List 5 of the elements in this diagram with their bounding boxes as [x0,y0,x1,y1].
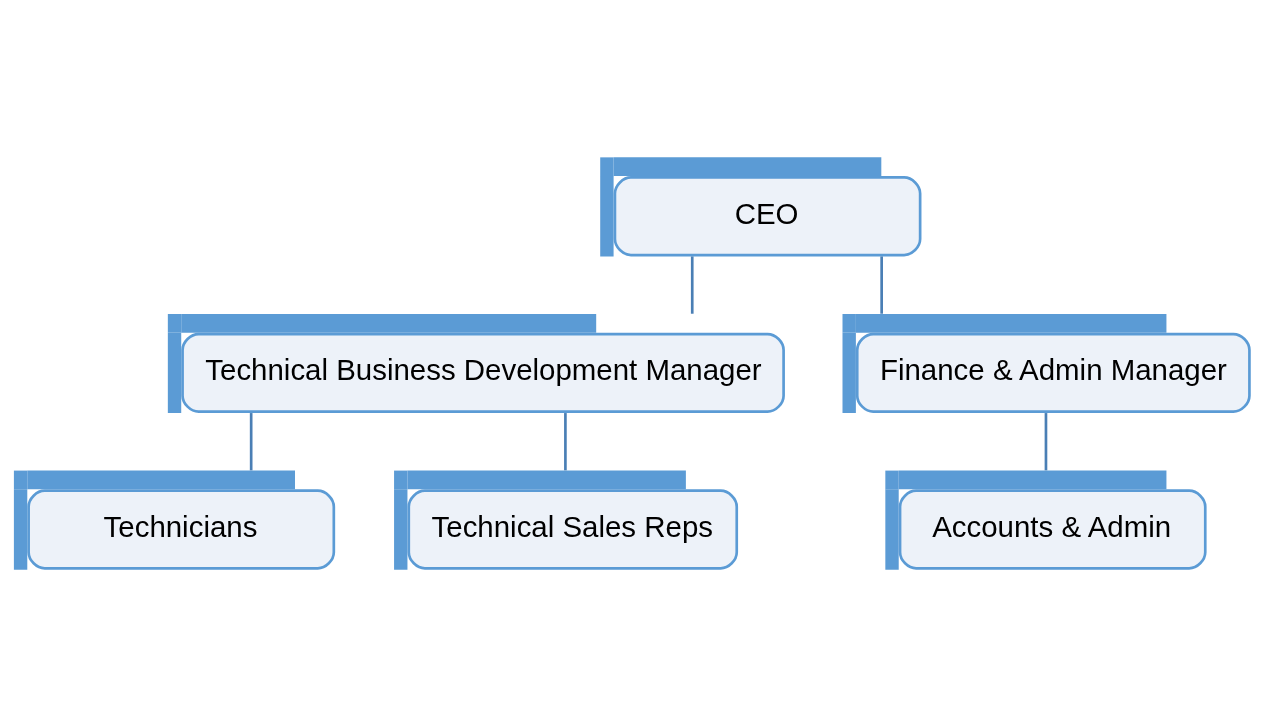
connector [690,255,694,314]
connector [880,255,883,314]
connector [564,412,567,470]
connector [249,412,253,470]
connector [1044,412,1048,470]
